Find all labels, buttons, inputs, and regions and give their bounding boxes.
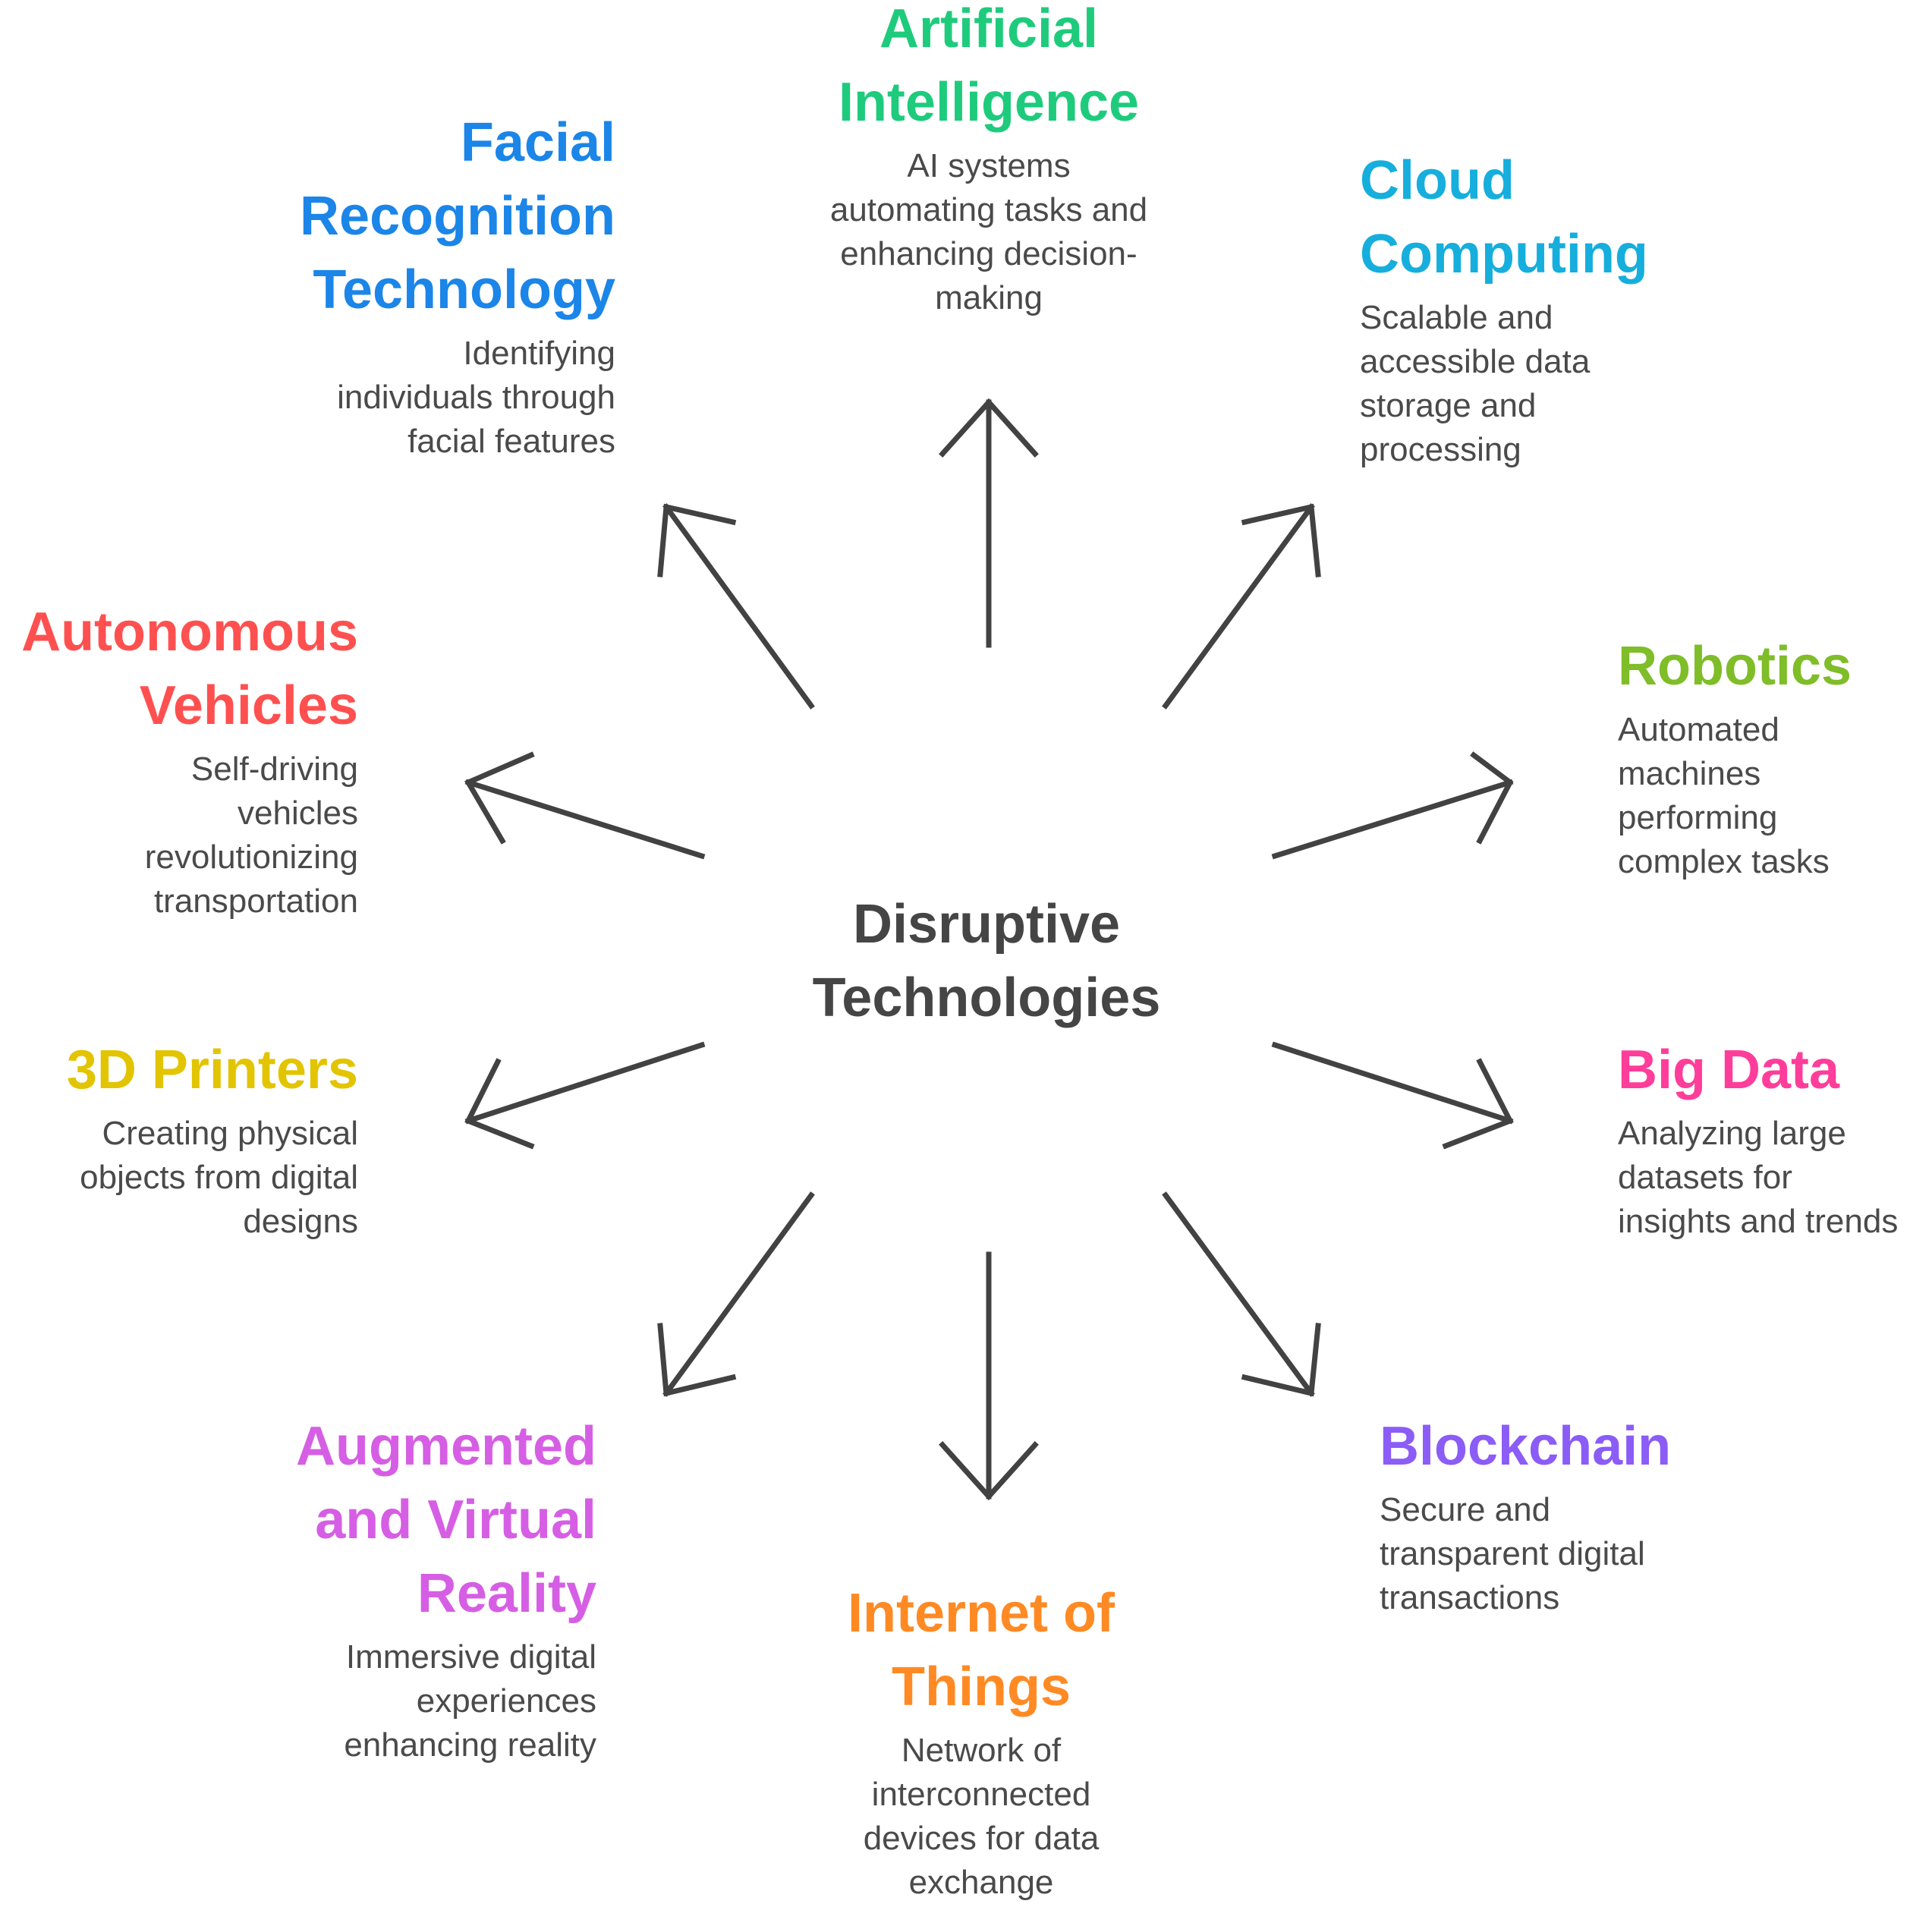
node-title: 3D Printers	[66, 1040, 358, 1100]
node-3d-printers: 3D Printers Creating physical objects fr…	[15, 1034, 358, 1244]
node-internet-of-things: Internet of Things Network of interconne…	[761, 1577, 1201, 1905]
node-description: Creating physical objects from digital d…	[80, 1115, 358, 1240]
node-description: Automated machines performing complex ta…	[1618, 711, 1830, 880]
node-title: Cloud Computing	[1360, 150, 1648, 285]
arrow-robotics	[1271, 751, 1514, 860]
node-description: Self-driving vehicles revolutionizing tr…	[144, 751, 358, 920]
arrow-augmented-virtual-reality	[657, 1191, 815, 1397]
node-big-data: Big Data Analyzing large datasets for in…	[1618, 1034, 1929, 1244]
arrow-autonomous-vehicles	[464, 751, 706, 860]
node-description: Scalable and accessible data storage and…	[1360, 299, 1591, 468]
node-title: Artificial Intelligence	[838, 0, 1140, 133]
node-description: Secure and transparent digital transacti…	[1380, 1491, 1645, 1616]
node-description: AI systems automating tasks and enhancin…	[829, 147, 1148, 316]
arrow-3d-printers	[464, 1041, 706, 1150]
node-augmented-virtual-reality: Augmented and Virtual Reality Immersive …	[220, 1410, 596, 1767]
node-description: Identifying individuals through facial f…	[337, 335, 615, 460]
node-facial-recognition: Facial Recognition Technology Identifyin…	[228, 106, 615, 464]
center-title: Disruptive Technologies	[812, 894, 1161, 1028]
node-cloud-computing: Cloud Computing Scalable and accessible …	[1360, 144, 1754, 472]
node-description: Immersive digital experiences enhancing …	[344, 1638, 596, 1764]
node-description: Network of interconnected devices for da…	[863, 1732, 1100, 1901]
node-robotics: Robotics Automated machines performing c…	[1618, 630, 1921, 884]
node-title: Facial Recognition Technology	[300, 112, 615, 320]
node-title: Robotics	[1618, 636, 1852, 697]
node-blockchain: Blockchain Secure and transparent digita…	[1380, 1410, 1736, 1620]
arrow-facial-recognition	[657, 503, 815, 710]
node-title: Autonomous Vehicles	[21, 602, 358, 736]
node-title: Augmented and Virtual Reality	[296, 1416, 596, 1624]
node-description: Analyzing large datasets for insights an…	[1618, 1115, 1899, 1240]
arrow-big-data	[1271, 1041, 1514, 1150]
node-autonomous-vehicles: Autonomous Vehicles Self-driving vehicle…	[0, 596, 358, 924]
node-title: Big Data	[1618, 1040, 1840, 1100]
arrow-blockchain	[1162, 1191, 1321, 1397]
node-title: Internet of Things	[848, 1583, 1115, 1717]
arrow-internet-of-things	[939, 1251, 1039, 1501]
node-title: Blockchain	[1380, 1416, 1672, 1477]
node-artificial-intelligence: Artificial Intelligence AI systems autom…	[761, 0, 1216, 320]
arrow-cloud-computing	[1162, 503, 1321, 710]
arrow-artificial-intelligence	[939, 398, 1039, 648]
